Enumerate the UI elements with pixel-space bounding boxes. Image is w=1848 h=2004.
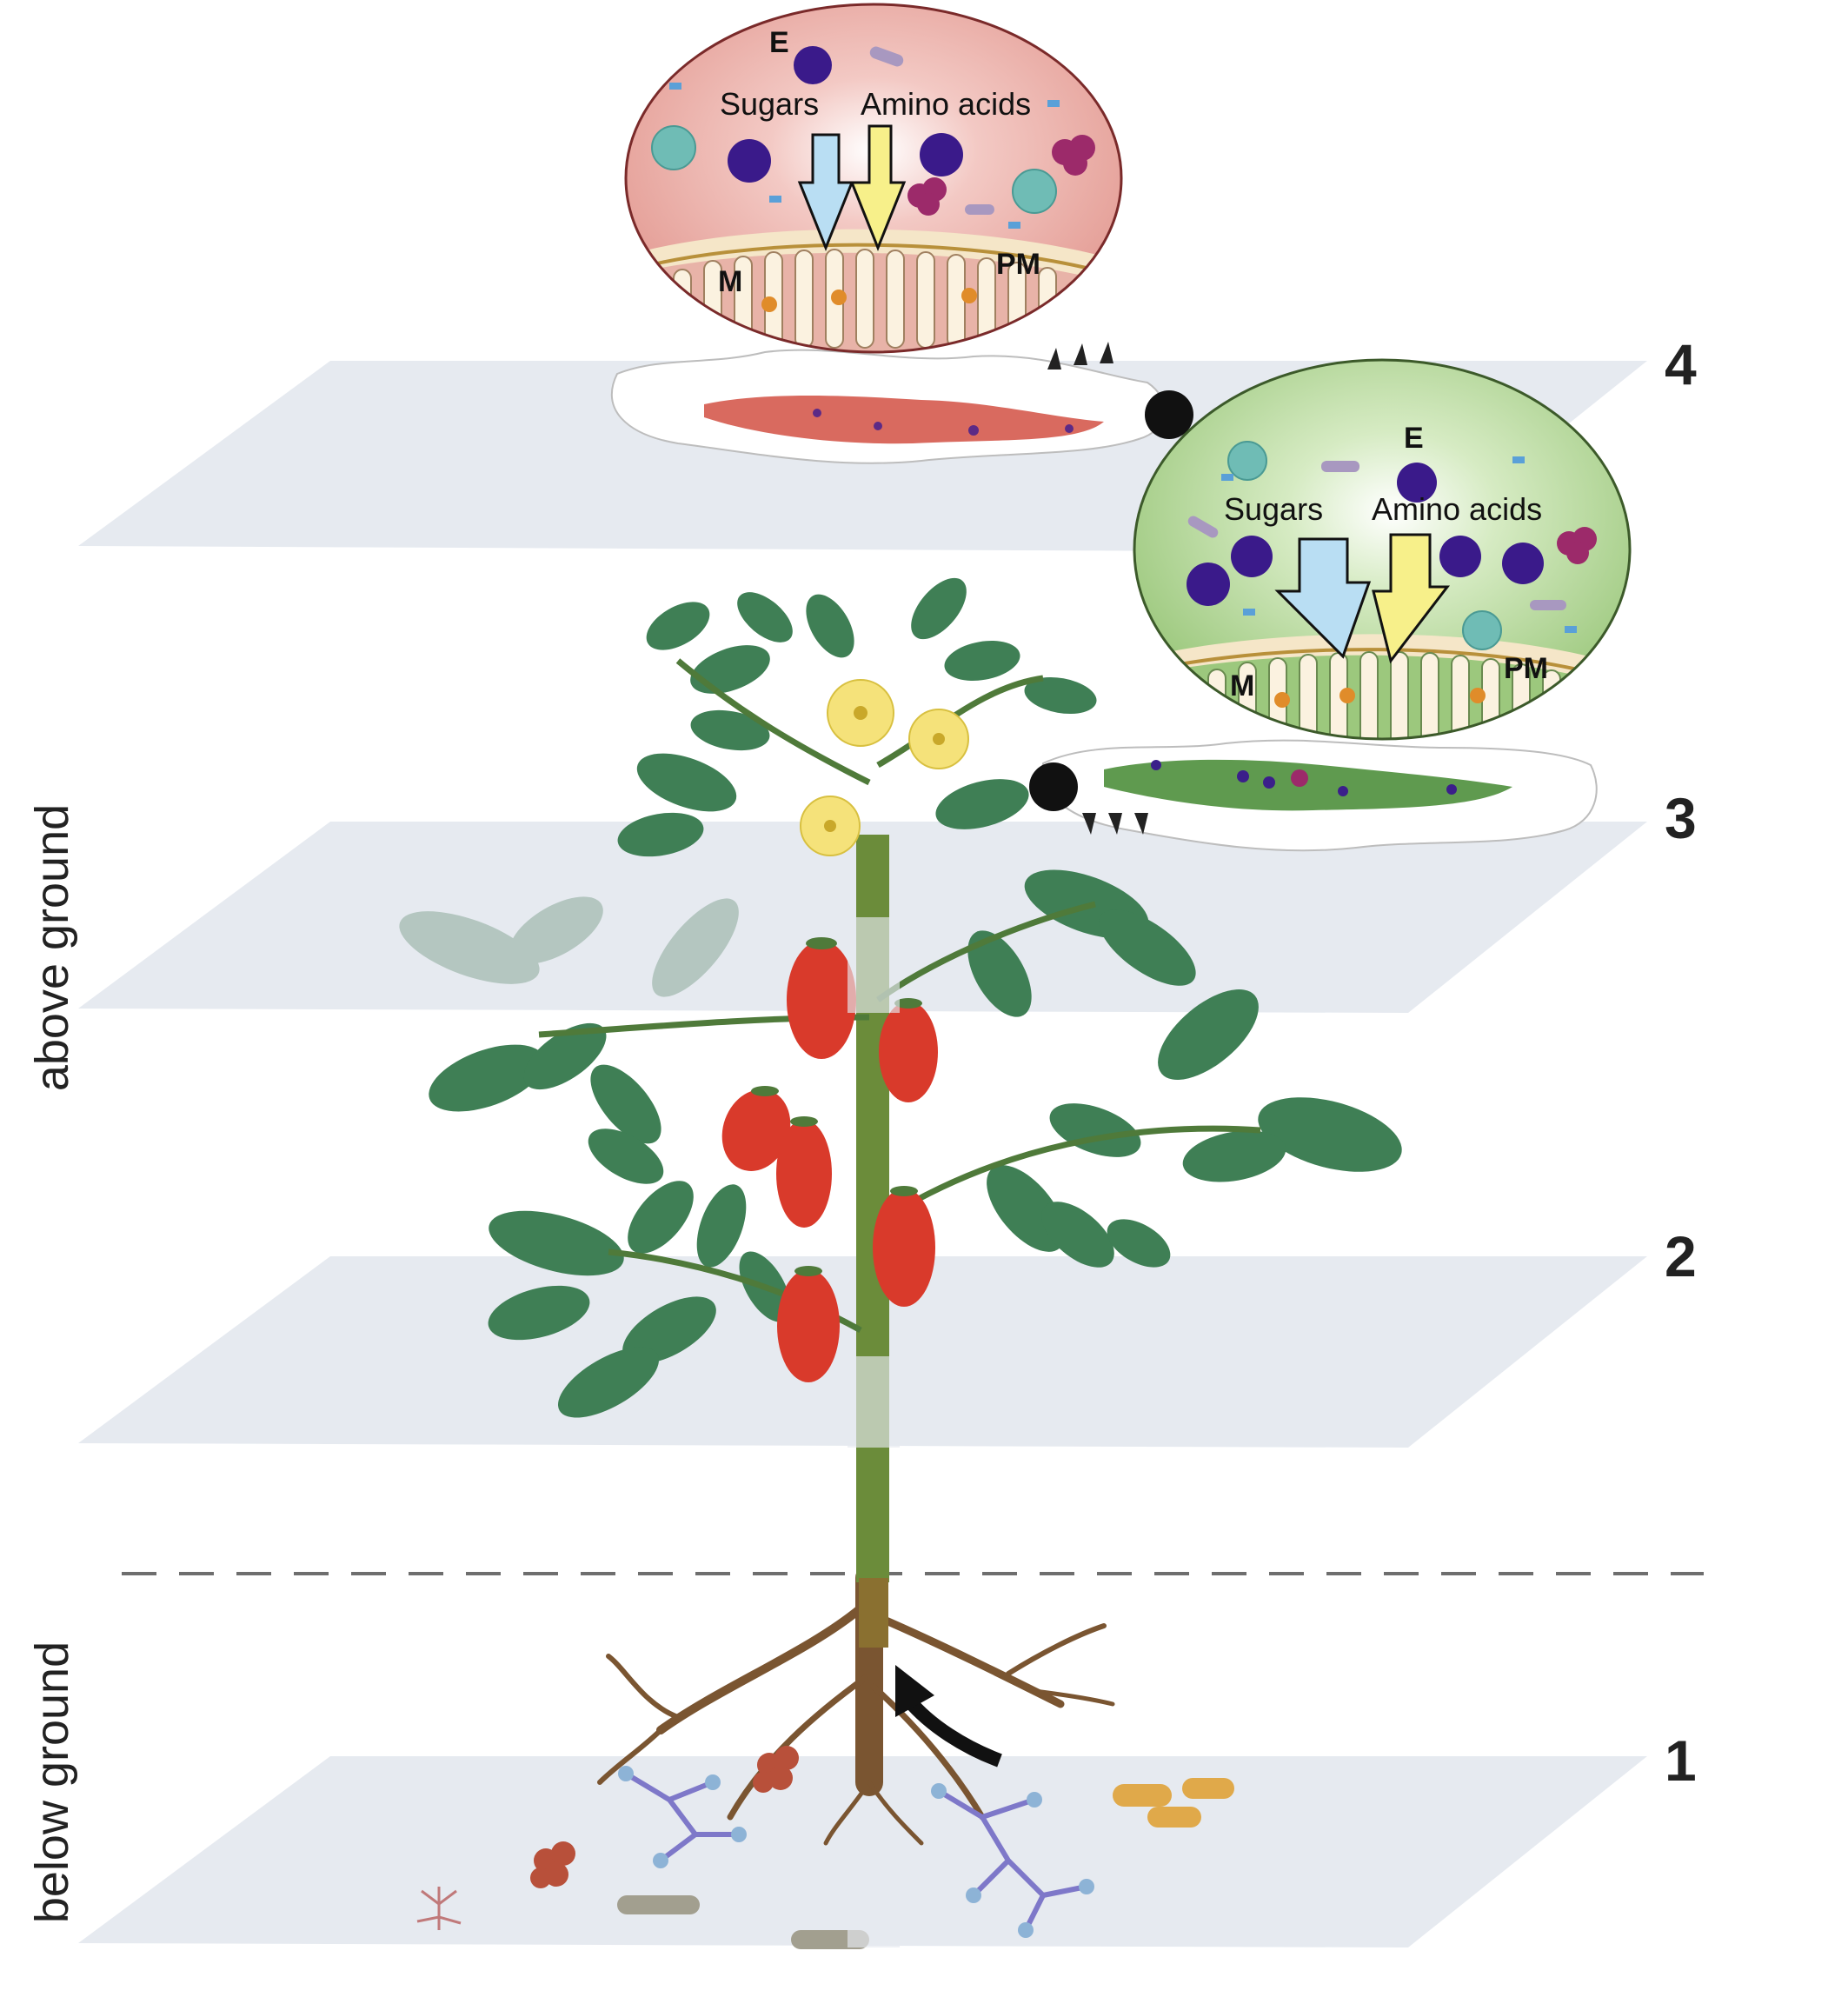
flowers (800, 679, 969, 856)
inset-top-E: E (769, 26, 789, 59)
plane-overlays (848, 917, 900, 1947)
layer-number-3: 3 (1665, 786, 1697, 850)
inset-gut-green: E Sugars Amino acids M PM (1133, 358, 1632, 741)
inset-green-sugars: Sugars (1224, 491, 1323, 527)
inset-top-sugars: Sugars (720, 86, 819, 122)
label-below-ground: below ground (26, 1641, 78, 1923)
layer-number-2: 2 (1665, 1224, 1697, 1288)
inset-top-amino: Amino acids (861, 86, 1031, 122)
tomatoes (721, 941, 938, 1382)
layer-number-1: 1 (1665, 1728, 1697, 1793)
amino-arrow-top (849, 124, 907, 252)
amino-arrow-green (1372, 533, 1451, 664)
label-above-ground: above ground (26, 804, 78, 1091)
roots (597, 1564, 1115, 1846)
inset-green-amino: Amino acids (1372, 491, 1542, 527)
sugar-arrow-top (797, 133, 854, 252)
inset-green-E: E (1404, 422, 1424, 455)
sugar-arrow-green (1274, 537, 1372, 659)
inset-green-PM: PM (1504, 652, 1548, 685)
caterpillar-green (1029, 739, 1598, 852)
layer-number-4: 4 (1665, 332, 1697, 396)
inset-top-PM: PM (996, 248, 1040, 281)
translocation-arrow (902, 1694, 1002, 1768)
inset-green-M: M (1230, 669, 1254, 702)
inset-gut-red: E Sugars Amino acids M PM (624, 3, 1123, 354)
translocation-arrowhead (895, 1665, 934, 1717)
tomato-caps (751, 937, 922, 1276)
inset-top-M: M (718, 265, 742, 298)
plane-layer-1 (78, 1756, 1647, 1947)
caterpillar-top (610, 342, 1193, 464)
layer-planes (78, 361, 1647, 1947)
soil-microbes (416, 1746, 1234, 1949)
faded-leaves (399, 896, 739, 997)
